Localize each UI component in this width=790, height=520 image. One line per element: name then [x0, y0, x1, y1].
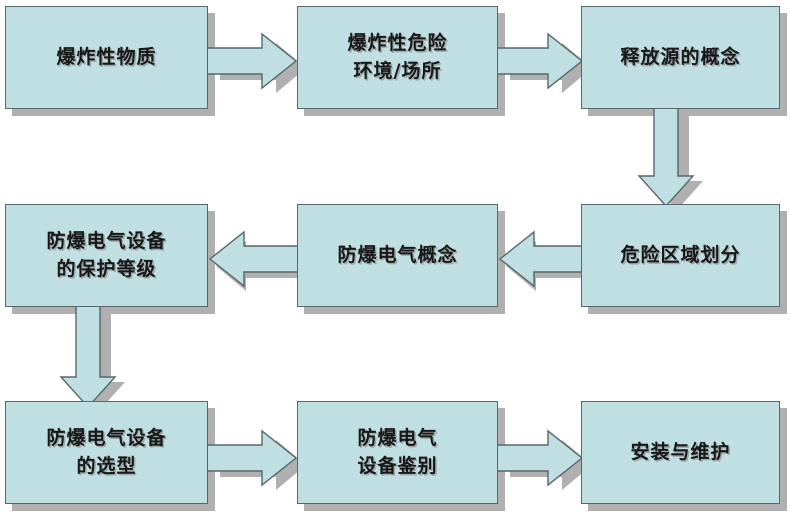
arrow-left-hazard-zoning-to-explosion-proof-concept — [494, 228, 589, 291]
node-explosion-proof-equipment-selection[interactable]: 防爆电气设备 的选型 — [5, 401, 208, 504]
node-explosive-substance[interactable]: 爆炸性物质 — [5, 6, 208, 109]
node-label: 释放源的概念 — [620, 45, 741, 68]
node-label: 爆炸性危险 环境/场所 — [347, 31, 448, 82]
node-label: 防爆电气设备 的选型 — [46, 426, 167, 477]
arrow-left-explosion-proof-concept-to-protection-level — [204, 228, 303, 291]
node-hazard-zone-classification[interactable]: 危险区域划分 — [581, 204, 780, 307]
node-explosion-proof-equipment-protection-level[interactable]: 防爆电气设备 的保护等级 — [5, 204, 208, 307]
node-label: 安装与维护 — [630, 440, 731, 463]
arrow-right-equipment-identification-to-installation-maintenance — [493, 427, 592, 490]
node-label: 危险区域划分 — [620, 243, 741, 266]
arrow-down-release-source-to-hazard-zoning — [637, 103, 712, 210]
node-installation-and-maintenance[interactable]: 安装与维护 — [581, 401, 780, 504]
arrow-down-protection-level-to-equipment-selection — [59, 305, 134, 411]
arrow-right-hazardous-area-to-release-source — [493, 30, 592, 93]
node-label: 防爆电气概念 — [337, 243, 458, 266]
node-label: 防爆电气 设备鉴别 — [357, 426, 438, 477]
node-release-source-concept[interactable]: 释放源的概念 — [581, 6, 780, 109]
node-label: 爆炸性物质 — [56, 45, 157, 68]
node-explosive-hazardous-environment[interactable]: 爆炸性危险 环境/场所 — [297, 6, 498, 109]
arrow-right-explosive-substance-to-hazardous-area — [203, 30, 306, 93]
node-label: 防爆电气设备 的保护等级 — [46, 229, 167, 280]
node-explosion-proof-equipment-identification[interactable]: 防爆电气 设备鉴别 — [297, 401, 498, 504]
node-explosion-proof-electrical-concept[interactable]: 防爆电气概念 — [297, 204, 498, 307]
arrow-right-equipment-selection-to-equipment-identification — [203, 427, 306, 490]
